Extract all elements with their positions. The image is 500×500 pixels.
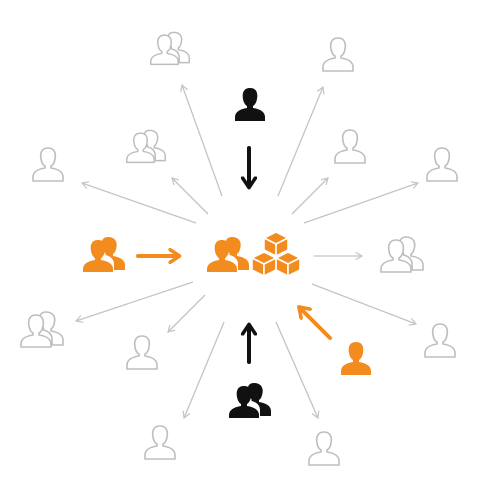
- arrow-to-upper-right: [291, 177, 329, 215]
- recipient-user-icon: [334, 129, 366, 164]
- arrow-to-far-left: [80, 181, 197, 224]
- recipient-user-icon: [144, 425, 176, 460]
- recipient-user-icon: [424, 323, 456, 358]
- recipient-user-icon: [308, 431, 340, 466]
- hub: [207, 231, 301, 277]
- hub-group-icon: [207, 237, 249, 272]
- recipient-group-icon: [149, 31, 191, 66]
- source-orange-group-icon: [83, 237, 125, 272]
- arrow-to-upper-left: [171, 177, 209, 215]
- recipient-group-icon: [20, 311, 64, 348]
- recipient-group-icon: [380, 236, 424, 273]
- arrow-to-lower-left-far: [74, 281, 194, 324]
- recipient-user-icon: [32, 147, 64, 182]
- arrow-to-lower-left: [167, 294, 206, 333]
- hub-boxes-icon: [251, 231, 301, 277]
- recipient-user-icon: [322, 37, 354, 72]
- arrow-to-top-left: [180, 83, 223, 197]
- outgoing-arrows: [74, 83, 420, 420]
- arrow-orange-diagonal-into-hub: [300, 308, 332, 340]
- source-black-group-icon: [229, 383, 271, 418]
- recipient-user-icon: [126, 335, 158, 370]
- source-black-user-icon: [235, 88, 265, 121]
- recipient-group-icon: [125, 129, 167, 164]
- arrow-to-bottom-right: [275, 321, 320, 420]
- arrow-to-far-right: [303, 181, 420, 224]
- arrow-to-top-right: [277, 85, 325, 197]
- source-orange-user-icon: [341, 342, 371, 375]
- recipient-user-icon: [426, 147, 458, 182]
- arrow-to-bottom-left: [182, 321, 225, 420]
- arrow-to-lower-right-far: [311, 283, 418, 326]
